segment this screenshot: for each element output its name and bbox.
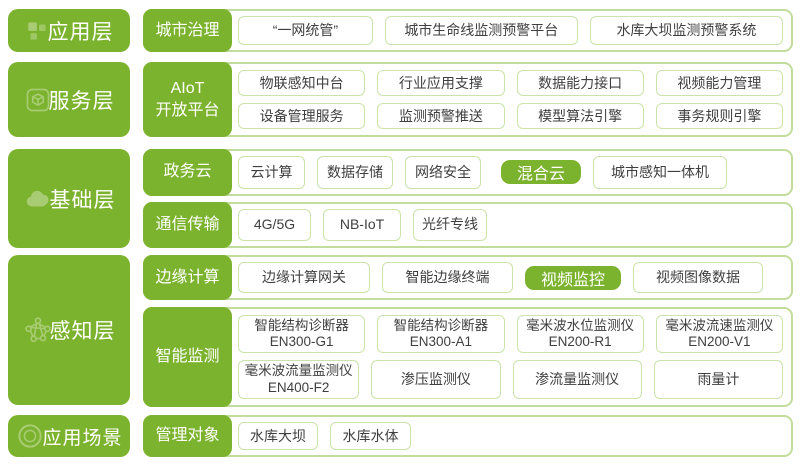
item-seepage-flow-monitor: 渗流量监测仪 <box>512 360 642 399</box>
network-icon <box>23 315 53 345</box>
item-iot-hub: 物联感知中台 <box>238 70 366 96</box>
panel-mgmt-objects: 管理对象 水库大坝 水库水体 <box>143 415 793 457</box>
layer-scenario-label: 应用场景 <box>42 427 123 449</box>
panel-label-gov-cloud: 政务云 <box>143 149 232 196</box>
item-one-net: “一网统管” <box>238 16 373 45</box>
panel-label-city-governance: 城市治理 <box>143 9 232 52</box>
item-fiber: 光纤专线 <box>413 208 487 241</box>
item-mmwave-velocity-monitor: 毫米波流速监测仪 EN200-V1 <box>655 315 783 354</box>
item-model-engine: 模型算法引擎 <box>516 103 644 129</box>
item-device-mgmt: 设备管理服务 <box>238 103 366 129</box>
layer-service: 服务层 <box>8 62 130 137</box>
item-reservoir-water: 水库水体 <box>330 422 411 450</box>
layer-service-label: 服务层 <box>48 89 115 113</box>
item-edge-terminal: 智能边缘终端 <box>382 262 513 293</box>
panel-label-communication: 通信传输 <box>143 201 232 248</box>
layer-foundation-label: 基础层 <box>49 188 116 212</box>
panel-aiot-platform: AIoT 开放平台 物联感知中台 行业应用支撑 数据能力接口 视频能力管理 设备… <box>143 62 793 137</box>
layer-application: 应用层 <box>8 9 130 52</box>
panel-smart-monitoring: 智能监测 智能结构诊断器 EN300-G1 智能结构诊断器 EN300-A1 毫… <box>143 307 793 407</box>
item-data-storage: 数据存储 <box>317 156 393 189</box>
item-alert-push: 监测预警推送 <box>377 103 505 129</box>
layer-application-label: 应用层 <box>47 20 114 44</box>
item-rule-engine: 事务规则引擎 <box>655 103 783 129</box>
item-city-aio: 城市感知一体机 <box>593 156 728 189</box>
panel-communication: 通信传输 4G/5G NB-IoT 光纤专线 <box>143 201 793 248</box>
panel-label-edge: 边缘计算 <box>143 255 232 300</box>
band-perception: 感知层 边缘计算 边缘计算网关 智能边缘终端 视频监控 视频图像数据 智能监测 … <box>8 255 793 407</box>
panel-label-monitoring: 智能监测 <box>143 307 232 407</box>
item-structure-diagnoser-a1: 智能结构诊断器 EN300-A1 <box>377 315 505 354</box>
panel-gov-cloud: 政务云 云计算 数据存储 网络安全 混合云 城市感知一体机 <box>143 149 793 196</box>
item-data-api: 数据能力接口 <box>516 70 644 96</box>
target-icon <box>15 421 45 451</box>
item-mmwave-flow-monitor: 毫米波流量监测仪 EN400-F2 <box>238 360 360 399</box>
band-scenario: 应用场景 管理对象 水库大坝 水库水体 <box>8 415 793 457</box>
item-video-capability: 视频能力管理 <box>655 70 783 96</box>
band-foundation: 基础层 政务云 云计算 数据存储 网络安全 混合云 城市感知一体机 通信传输 4… <box>8 149 793 248</box>
cloud-icon <box>23 184 53 214</box>
item-rain-gauge: 雨量计 <box>653 360 783 399</box>
panel-city-governance: 城市治理 “一网统管” 城市生命线监测预警平台 水库大坝监测预警系统 <box>143 9 793 52</box>
band-service: 服务层 AIoT 开放平台 物联感知中台 行业应用支撑 数据能力接口 视频能力管… <box>8 62 793 137</box>
item-cloud-computing: 云计算 <box>238 156 305 189</box>
item-reservoir-dam: 水库大坝 <box>238 422 318 450</box>
item-structure-diagnoser-g1: 智能结构诊断器 EN300-G1 <box>238 315 366 354</box>
item-nbiot: NB-IoT <box>323 208 401 241</box>
panel-label-mgmt-objects: 管理对象 <box>143 415 232 457</box>
item-network-security: 网络安全 <box>405 156 481 189</box>
highlight-hybrid-cloud: 混合云 <box>501 160 582 185</box>
layer-scenario: 应用场景 <box>8 415 130 457</box>
layer-perception-label: 感知层 <box>49 320 116 343</box>
highlight-video-surveillance: 视频监控 <box>525 265 622 290</box>
item-video-image-data: 视频图像数据 <box>633 262 764 293</box>
item-dam-warning-system: 水库大坝监测预警系统 <box>589 16 783 45</box>
apps-icon <box>25 18 51 44</box>
panel-label-aiot: AIoT 开放平台 <box>143 62 232 137</box>
cube-icon <box>24 86 52 114</box>
band-application: 应用层 城市治理 “一网统管” 城市生命线监测预警平台 水库大坝监测预警系统 <box>8 9 793 52</box>
item-edge-gateway: 边缘计算网关 <box>238 262 370 293</box>
layer-perception: 感知层 <box>8 255 130 405</box>
item-lifeline-platform: 城市生命线监测预警平台 <box>384 16 578 45</box>
item-4g5g: 4G/5G <box>238 208 311 241</box>
item-seepage-pressure-monitor: 渗压监测仪 <box>371 360 501 399</box>
item-mmwave-level-monitor: 毫米波水位监测仪 EN200-R1 <box>516 315 644 354</box>
item-industry-support: 行业应用支撑 <box>377 70 505 96</box>
panel-edge-computing: 边缘计算 边缘计算网关 智能边缘终端 视频监控 视频图像数据 <box>143 255 793 300</box>
layer-foundation: 基础层 <box>8 149 130 248</box>
